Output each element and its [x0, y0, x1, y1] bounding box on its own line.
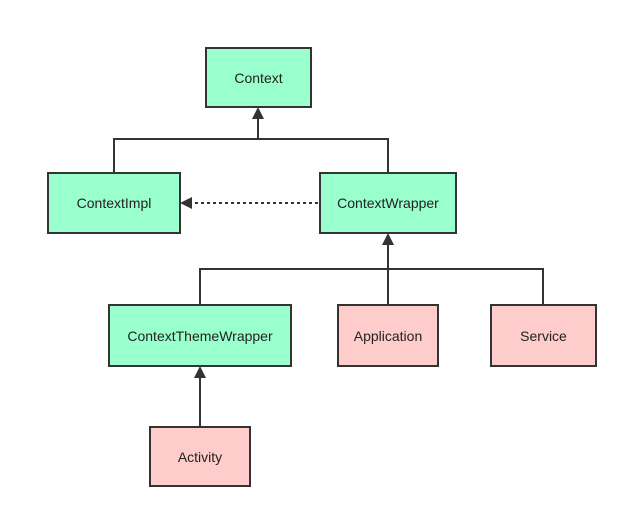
- node-context-label: Context: [234, 69, 283, 86]
- inherit-line-contextwrapper: [258, 138, 389, 172]
- node-contextwrapper-label: ContextWrapper: [337, 195, 439, 211]
- node-activity-label: Activity: [177, 448, 223, 465]
- inherit-line-contextthemewrapper: [199, 268, 388, 304]
- node-contextthemewrapper-label: ContextThemeWrapper: [127, 327, 273, 344]
- node-application: Application: [337, 304, 439, 367]
- node-service: Service: [490, 304, 597, 367]
- inherit-line-contextimpl: [113, 138, 258, 172]
- node-contextimpl: ContextImpl: [47, 172, 181, 234]
- node-service-label: Service: [520, 327, 567, 344]
- node-contextwrapper: ContextWrapper: [319, 172, 457, 234]
- inherit-line-service: [388, 268, 544, 304]
- node-application-label: Application: [353, 327, 423, 344]
- node-contextthemewrapper: ContextThemeWrapper: [108, 304, 292, 367]
- node-activity: Activity: [149, 426, 251, 487]
- node-contextimpl-label: ContextImpl: [76, 195, 152, 211]
- node-context: Context: [205, 47, 312, 108]
